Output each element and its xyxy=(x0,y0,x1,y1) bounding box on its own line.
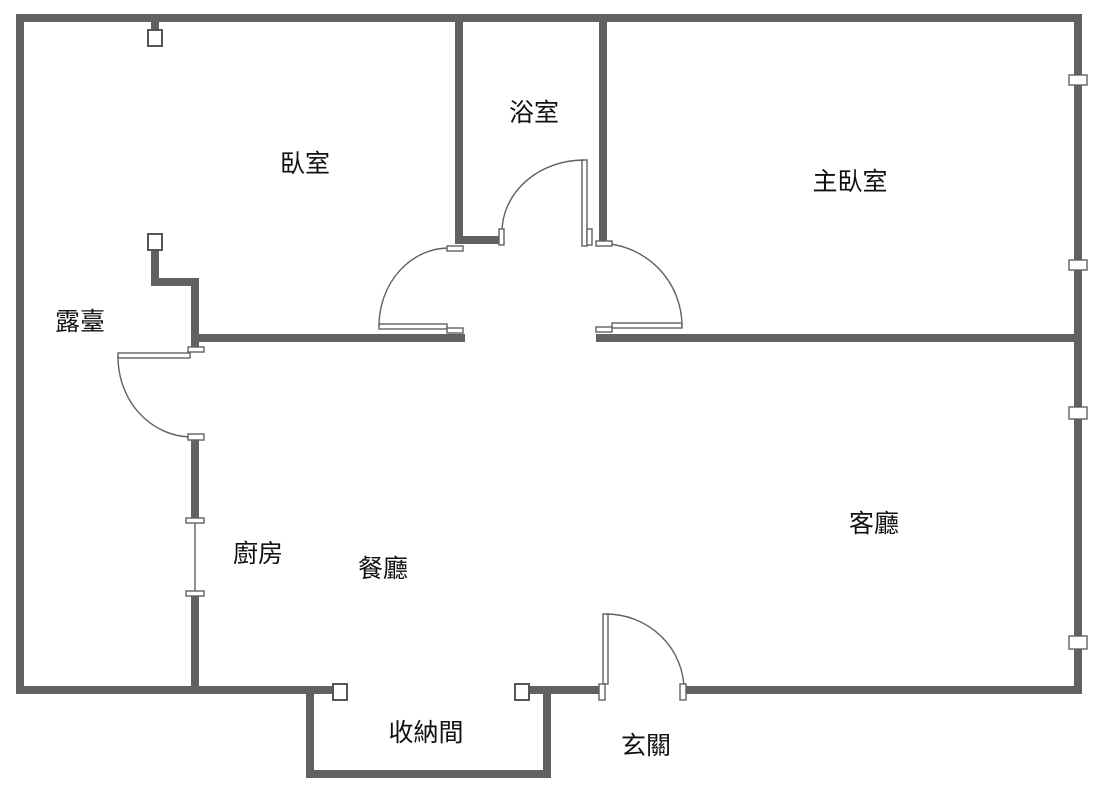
post xyxy=(147,233,163,251)
room-label-bathroom: 浴室 xyxy=(508,98,560,127)
doors xyxy=(117,159,687,701)
window-jamb xyxy=(1068,74,1088,86)
storage-wall xyxy=(16,686,551,778)
balcony-partition-wall xyxy=(151,238,199,352)
room-label-bedroom: 臥室 xyxy=(279,149,331,178)
window-jamb xyxy=(1068,406,1088,420)
door-entrance xyxy=(598,613,687,701)
room-label-master-bedroom: 主臥室 xyxy=(812,167,888,196)
room-label-storage: 收納間 xyxy=(388,718,464,747)
window-jamb xyxy=(1068,259,1088,271)
room-label-living-room: 客廳 xyxy=(848,509,900,538)
windows xyxy=(185,74,1088,650)
window-jamb xyxy=(185,517,205,524)
room-label-dining-room: 餐廳 xyxy=(357,554,409,583)
window-jamb xyxy=(1068,635,1088,650)
room-label-kitchen: 廚房 xyxy=(232,539,284,568)
room-label-balcony: 露臺 xyxy=(54,307,106,336)
post xyxy=(332,683,348,701)
posts xyxy=(147,29,530,701)
door-master-bedroom xyxy=(595,240,683,333)
window-jamb xyxy=(185,590,205,597)
post xyxy=(514,683,530,701)
bathroom-wall-left xyxy=(455,14,502,244)
walls xyxy=(16,14,1082,778)
post xyxy=(147,29,163,47)
door-bathroom xyxy=(498,159,593,247)
door-balcony xyxy=(117,346,205,441)
room-label-entrance: 玄關 xyxy=(620,731,672,760)
door-bedroom xyxy=(378,245,464,334)
